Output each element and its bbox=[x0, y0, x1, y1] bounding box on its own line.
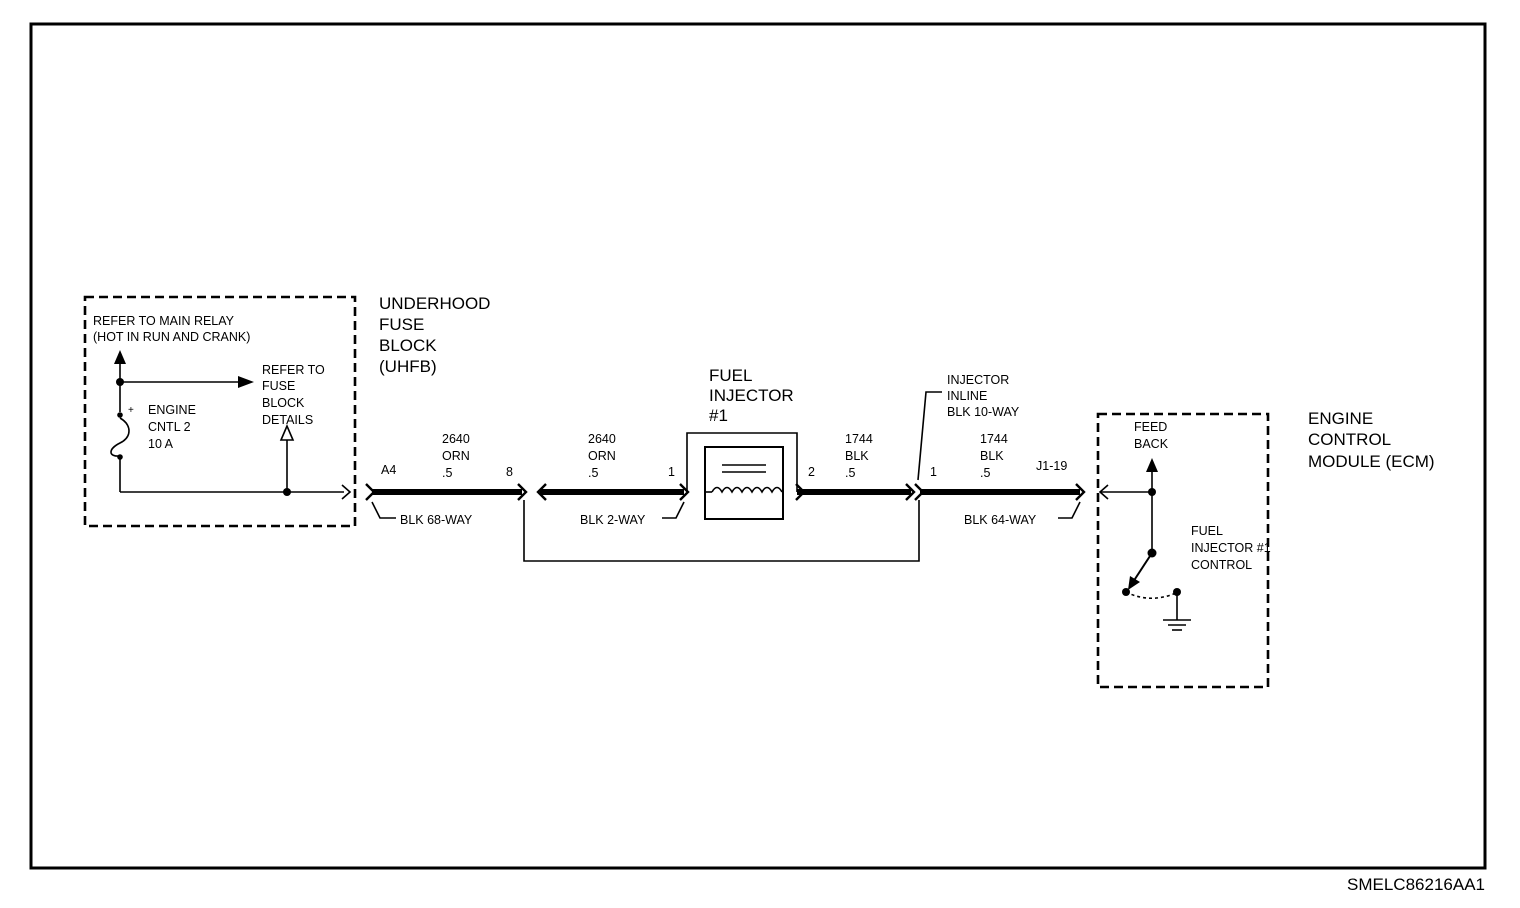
diagram-frame bbox=[29, 22, 1487, 870]
wire-3-color: BLK bbox=[845, 449, 869, 463]
feedback-line-1: FEED bbox=[1134, 420, 1167, 434]
fuse-details-line-4: DETAILS bbox=[262, 413, 313, 427]
fuse-block-title-line-1: UNDERHOOD bbox=[379, 294, 490, 313]
female-terminal-icon bbox=[341, 484, 352, 500]
ecm-outline bbox=[1096, 412, 1270, 689]
wire-2-color: ORN bbox=[588, 449, 616, 463]
wire-4-pin-left: 1 bbox=[930, 465, 937, 479]
connector-2-way-label: BLK 2-WAY bbox=[580, 513, 646, 527]
injector-pin-2-terminal-icon bbox=[795, 483, 806, 501]
connector-68-way-leader bbox=[371, 501, 396, 519]
fuse-block-title-line-2: FUSE bbox=[379, 315, 424, 334]
inline-connector-line-3: BLK 10-WAY bbox=[947, 405, 1020, 419]
ground-icon bbox=[1163, 619, 1191, 631]
ecm-title-line-1: ENGINE bbox=[1308, 409, 1373, 428]
connector-64-way-leader bbox=[1058, 501, 1081, 519]
injector-body bbox=[704, 446, 784, 520]
fuse-label-line-2: CNTL 2 bbox=[148, 420, 191, 434]
connector-8-terminal-icon bbox=[517, 483, 528, 501]
fuse-label-line-1: ENGINE bbox=[148, 403, 196, 417]
connector-64-way-label: BLK 64-WAY bbox=[964, 513, 1037, 527]
fuse-details-line-3: BLOCK bbox=[262, 396, 305, 410]
wire-4-gauge: .5 bbox=[980, 466, 990, 480]
fuse-icon bbox=[110, 417, 130, 457]
wire-4-circuit: 1744 bbox=[980, 432, 1008, 446]
inline-connector-leader bbox=[917, 391, 942, 481]
fuse-polarity: + bbox=[128, 405, 134, 416]
connector-2-way-left-terminal-icon bbox=[536, 483, 547, 501]
inline-pin-1-terminal-icon bbox=[914, 483, 925, 501]
fuse-label-line-3: 10 A bbox=[148, 437, 174, 451]
fuse-block-title-line-4: (UHFB) bbox=[379, 357, 437, 376]
wire-1-pin-left: A4 bbox=[381, 463, 396, 477]
fuse-details-up-arrow-icon bbox=[279, 423, 295, 441]
connector-2-way-leader bbox=[662, 501, 685, 519]
diagram-id: SMELC86216AA1 bbox=[1347, 875, 1485, 894]
feedback-arrow-icon bbox=[1146, 458, 1158, 472]
inline-connector-line-2: INLINE bbox=[947, 389, 987, 403]
fuse-details-line-2: FUSE bbox=[262, 379, 295, 393]
wire-1-circuit: 2640 bbox=[442, 432, 470, 446]
wire-4-color: BLK bbox=[980, 449, 1004, 463]
control-line-2: INJECTOR #1 bbox=[1191, 541, 1271, 555]
fuse-block-title-line-3: BLOCK bbox=[379, 336, 437, 355]
connector-body-bracket bbox=[523, 500, 920, 562]
wire-2-pin-right: 1 bbox=[668, 465, 675, 479]
injector-housing-outline bbox=[686, 432, 798, 492]
injector-title-line-1: FUEL bbox=[709, 366, 752, 385]
injector-coil-icon bbox=[711, 486, 783, 494]
driver-switch-arm bbox=[1132, 552, 1153, 583]
fuse-details-arrow-icon bbox=[238, 376, 254, 388]
injector-title-line-3: #1 bbox=[709, 406, 728, 425]
wire-4-pin-right: J1-19 bbox=[1036, 459, 1067, 473]
ecm-title-line-2: CONTROL bbox=[1308, 430, 1391, 449]
inline-connector-line-1: INJECTOR bbox=[947, 373, 1009, 387]
connector-68-way-label: BLK 68-WAY bbox=[400, 513, 473, 527]
ecm-title-line-3: MODULE (ECM) bbox=[1308, 452, 1435, 471]
main-relay-line-1: REFER TO MAIN RELAY bbox=[93, 314, 235, 328]
main-relay-line-2: (HOT IN RUN AND CRANK) bbox=[93, 330, 250, 344]
fuse-terminal-top bbox=[117, 412, 123, 418]
wire-2-gauge: .5 bbox=[588, 466, 598, 480]
wire-3-gauge: .5 bbox=[845, 466, 855, 480]
wire-3-pin-left: 2 bbox=[808, 465, 815, 479]
control-line-1: FUEL bbox=[1191, 524, 1223, 538]
wire-2-circuit: 2640 bbox=[588, 432, 616, 446]
fuse-block-outline bbox=[83, 295, 357, 528]
wire-1-gauge: .5 bbox=[442, 466, 452, 480]
control-line-3: CONTROL bbox=[1191, 558, 1252, 572]
feedback-line-2: BACK bbox=[1134, 437, 1169, 451]
wire-1-color: ORN bbox=[442, 449, 470, 463]
wire-3-circuit: 1744 bbox=[845, 432, 873, 446]
connector-j1-19-terminal-icon bbox=[1075, 483, 1086, 501]
driver-switch-arrow-icon bbox=[1128, 576, 1140, 590]
injector-pin-1-terminal-icon bbox=[679, 483, 690, 501]
injector-title-line-2: INJECTOR bbox=[709, 386, 794, 405]
inline-connector-terminal-icon bbox=[905, 483, 916, 501]
connector-a4-terminal-icon bbox=[365, 483, 376, 501]
main-relay-arrow-icon bbox=[114, 350, 126, 364]
fuse-details-line-1: REFER TO bbox=[262, 363, 325, 377]
wire-1-pin-right: 8 bbox=[506, 465, 513, 479]
driver-dashed-link bbox=[1125, 591, 1177, 600]
